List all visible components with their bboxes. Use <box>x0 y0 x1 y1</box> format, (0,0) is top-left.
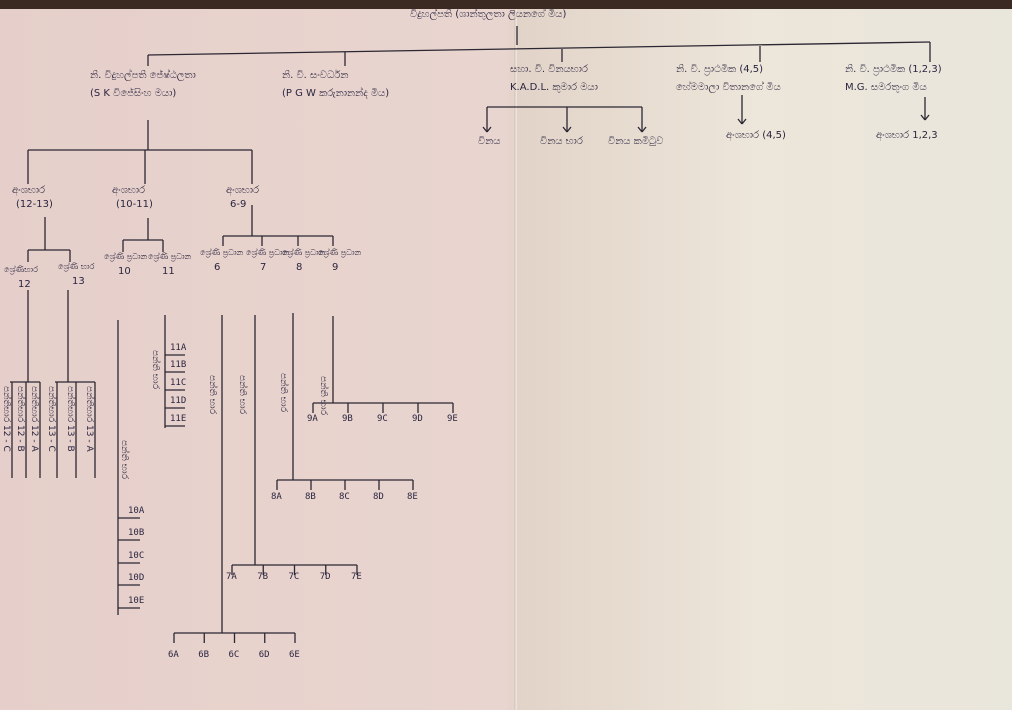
class-6: 6A <box>168 650 179 660</box>
connector-line <box>482 126 488 133</box>
deputy-title: නි. වි. ප්‍රාථමික (4,5) <box>676 64 764 75</box>
class-6: 6D <box>258 650 270 660</box>
connector-line <box>920 114 926 121</box>
connector-line <box>147 41 931 56</box>
grade-number: 11 <box>162 266 175 277</box>
connector-line <box>924 114 930 121</box>
class-7: 7E <box>351 572 362 582</box>
class-11: 11E <box>170 414 187 424</box>
grade-number: 9 <box>332 262 339 273</box>
grade-head: ශ්‍රේණි ප්‍රධාන <box>282 248 326 257</box>
grade-head: ශ්‍රේණි ප්‍රධාන <box>104 252 148 261</box>
grade-head: ශ්‍රේණි ප්‍රධාන <box>246 248 290 257</box>
class-6: 6C <box>228 650 240 660</box>
grade-number: 8 <box>296 262 303 273</box>
section-range: (10-11) <box>116 199 153 210</box>
class-teacher-12: පන්තිභාර 12 - B <box>15 386 25 452</box>
class-teacher-13: පන්තිභාර 13 - A <box>84 386 94 452</box>
connector-line <box>737 118 743 125</box>
class-7: 7A <box>226 572 237 582</box>
grade-number: 10 <box>118 266 131 277</box>
class-teacher-13: පන්තිභාර 13 - C <box>46 386 56 452</box>
discipline-unit: විනය භාර <box>540 136 583 147</box>
class-10: 10B <box>128 528 145 538</box>
deputy-title: නි. වි. ප්‍රාථමික (1,2,3) <box>845 64 942 75</box>
deputy-name: (P G W කරුනානන්ද මිය) <box>282 88 390 99</box>
grade-number: 6 <box>214 262 221 273</box>
grade-head: ශ්‍රේණි ප්‍රධාන <box>200 248 244 257</box>
primary-section-4-5: අංශභාර (4,5) <box>726 130 786 141</box>
grade-number: 13 <box>72 276 85 287</box>
section-range: (12-13) <box>16 199 53 210</box>
deputy-name: K.A.D.L. කුමාර මයා <box>510 82 598 93</box>
class-8: 8A <box>271 492 282 502</box>
class-teacher-label: පන්ති භාර <box>278 373 288 413</box>
class-11: 11A <box>170 343 187 353</box>
connector-line <box>486 126 492 133</box>
deputy-title: සහා. වි. විනයභාර <box>510 64 588 75</box>
deputy-title: නි. වි. සංවර්ධන <box>282 70 349 81</box>
connector-line <box>637 126 643 133</box>
section-head: අංශභාර <box>112 185 146 196</box>
connector-line <box>566 126 572 133</box>
class-10: 10D <box>128 573 145 583</box>
class-9: 9C <box>377 414 388 424</box>
deputy-title: නි. විදුහල්පති ජේෂ්ඨලතා <box>90 70 196 81</box>
class-8: 8D <box>373 492 384 502</box>
class-teacher-label: පන්ති භාර <box>119 440 129 480</box>
principal-title: විදුහල්පති (ශාන්තුලතා ලියනගේ මිය) <box>410 9 567 20</box>
connector-line <box>641 126 647 133</box>
class-10: 10C <box>128 551 145 561</box>
discipline-unit: විනය කමිටුව <box>608 136 664 147</box>
class-11: 11B <box>170 360 187 370</box>
class-teacher-label: පන්ති භාර <box>207 375 217 415</box>
class-7: 7B <box>257 572 269 582</box>
class-teacher-13: පන්තිභාර 13 - B <box>65 386 75 452</box>
class-9: 9B <box>342 414 353 424</box>
class-9: 9E <box>447 414 458 424</box>
grade-head: ශ්‍රේණි ප්‍රධාන <box>148 252 192 261</box>
class-11: 11C <box>170 378 187 388</box>
class-teacher-label: පන්ති භාර <box>150 350 160 390</box>
connector-line <box>741 118 747 125</box>
connector-line <box>562 126 568 133</box>
class-teacher-label: පන්ති භාර <box>318 376 328 416</box>
section-range: 6-9 <box>230 199 247 210</box>
class-9: 9A <box>307 414 318 424</box>
section-head: අංශභාර <box>226 185 260 196</box>
section-head: අංශභාර <box>12 185 46 196</box>
deputy-name: M.G. සමරතුංග මිය <box>845 82 927 93</box>
class-10: 10A <box>128 506 145 516</box>
class-teacher-12: පන්තිභාර 12 - C <box>1 386 11 452</box>
class-teacher-label: පන්ති භාර <box>237 375 247 415</box>
class-6: 6B <box>198 650 210 660</box>
grade-number: 12 <box>18 279 31 290</box>
discipline-unit: විනය <box>478 136 501 147</box>
class-8: 8B <box>305 492 316 502</box>
deputy-name: හේමමාලා විතානගේ මිය <box>676 82 781 93</box>
class-10: 10E <box>128 596 145 606</box>
class-8: 8C <box>339 492 350 502</box>
deputy-name: (S K විජේසිංහ මයා) <box>90 88 177 99</box>
class-9: 9D <box>412 414 423 424</box>
grade-head: ශ්‍රේණිභාර <box>4 265 38 274</box>
table-edge <box>0 0 1012 9</box>
grade-number: 7 <box>260 262 267 273</box>
class-7: 7C <box>288 572 300 582</box>
grade-head: ශ්‍රේණි භාර <box>58 262 95 271</box>
class-8: 8E <box>407 492 418 502</box>
paper-fold <box>514 9 517 710</box>
class-7: 7D <box>319 572 331 582</box>
class-11: 11D <box>170 396 187 406</box>
class-teacher-12: පන්තිභාර 12 - A <box>29 386 39 452</box>
grade-head: ශ්‍රේණි ප්‍රධාන <box>318 248 362 257</box>
primary-section-1-3: අංශභාර 1,2,3 <box>876 130 938 141</box>
class-6: 6E <box>289 650 300 660</box>
